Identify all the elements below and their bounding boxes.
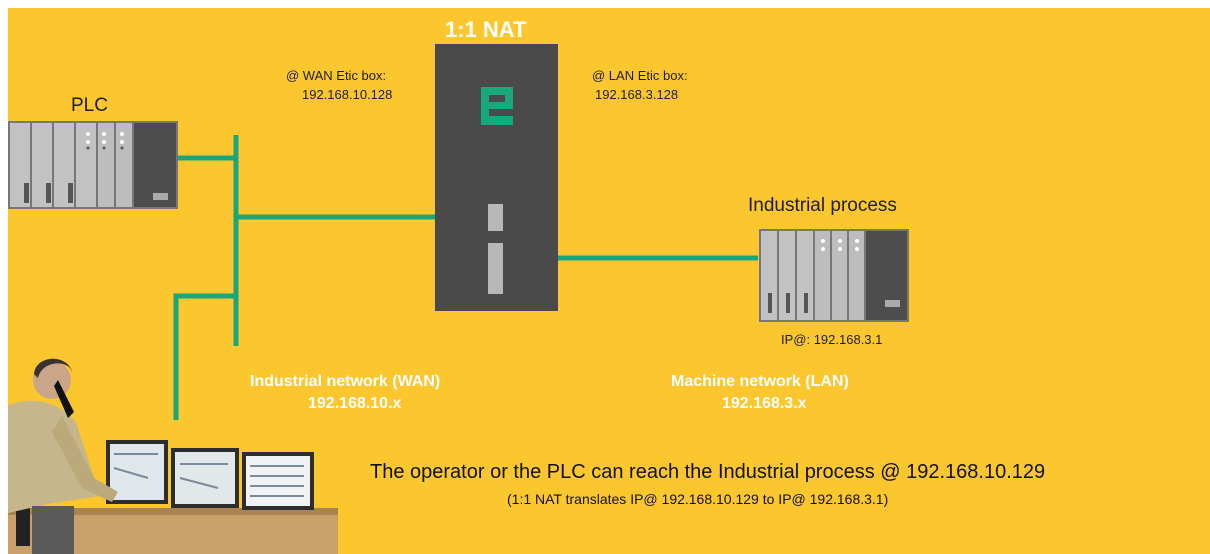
diagram-canvas: 1:1 NAT @ WAN Etic box: 192.168.10.128 @…	[8, 8, 1210, 554]
network-diagram	[8, 44, 909, 554]
lan-box-label: @ LAN Etic box:	[592, 68, 688, 83]
wan-box-label: @ WAN Etic box:	[286, 68, 387, 83]
lan-port	[488, 243, 503, 294]
plc-label: PLC	[71, 95, 108, 116]
plc-rack-icon	[8, 121, 178, 209]
wan-port	[488, 204, 503, 231]
operator-link-line	[173, 293, 236, 420]
etic-logo-icon	[481, 87, 513, 125]
lan-network-subnet: 192.168.3.x	[722, 395, 807, 412]
lan-network-label: Machine network (LAN)	[671, 373, 849, 390]
operator-workstation-icon	[8, 358, 338, 554]
etic-nat-box	[435, 44, 558, 311]
industrial-process-label: Industrial process	[748, 195, 897, 216]
wan-box-ip: 192.168.10.128	[302, 87, 393, 102]
nat-title: 1:1 NAT	[445, 17, 527, 42]
wan-network-label: Industrial network (WAN)	[250, 373, 441, 390]
wan-network-subnet: 192.168.10.x	[308, 395, 402, 412]
lan-box-ip: 192.168.3.128	[595, 87, 679, 102]
caption-main: The operator or the PLC can reach the In…	[370, 461, 1046, 483]
caption-sub: (1:1 NAT translates IP@ 192.168.10.129 t…	[507, 491, 889, 507]
industrial-process-rack-icon	[759, 229, 909, 322]
industrial-process-ip: IP@: 192.168.3.1	[781, 332, 883, 347]
